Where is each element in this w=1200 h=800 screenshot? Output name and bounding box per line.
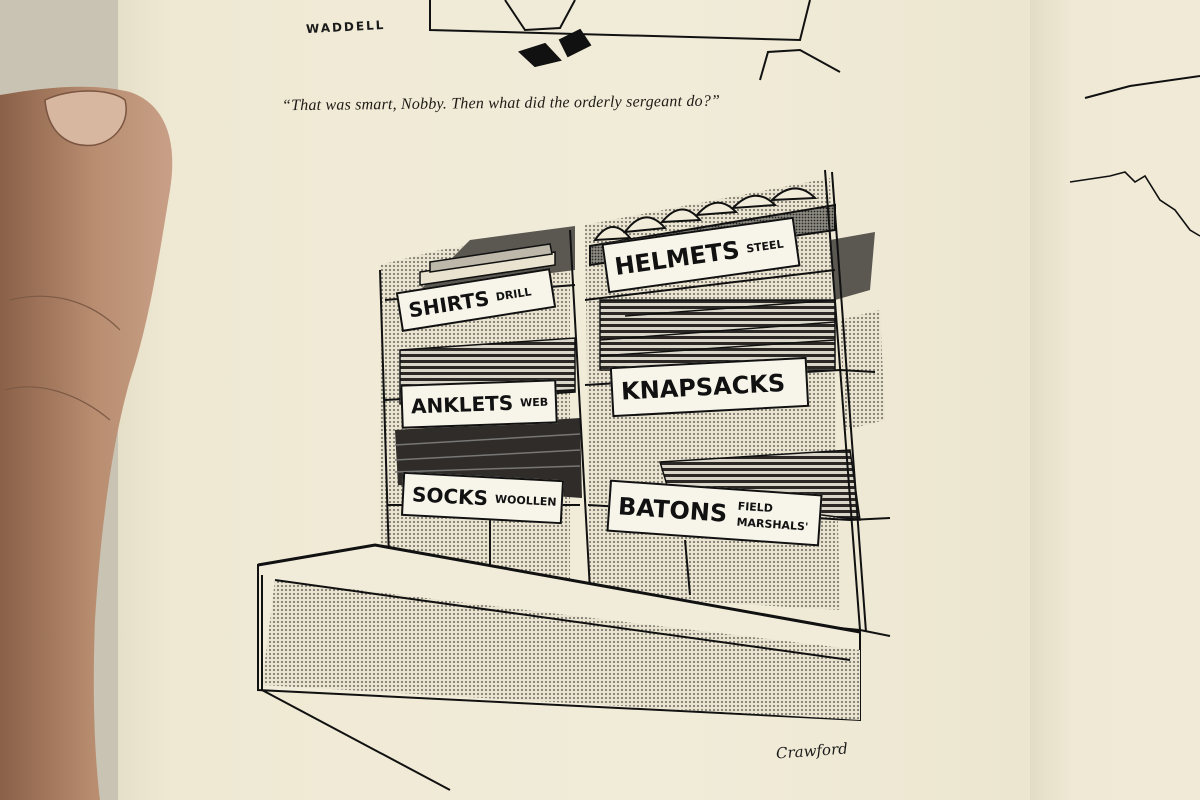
book-page-right — [1030, 0, 1200, 800]
shirts-stack — [419, 243, 556, 286]
right-page-drawing — [1069, 75, 1200, 237]
top-cartoon-fragment — [429, 0, 841, 81]
counter — [257, 543, 861, 791]
